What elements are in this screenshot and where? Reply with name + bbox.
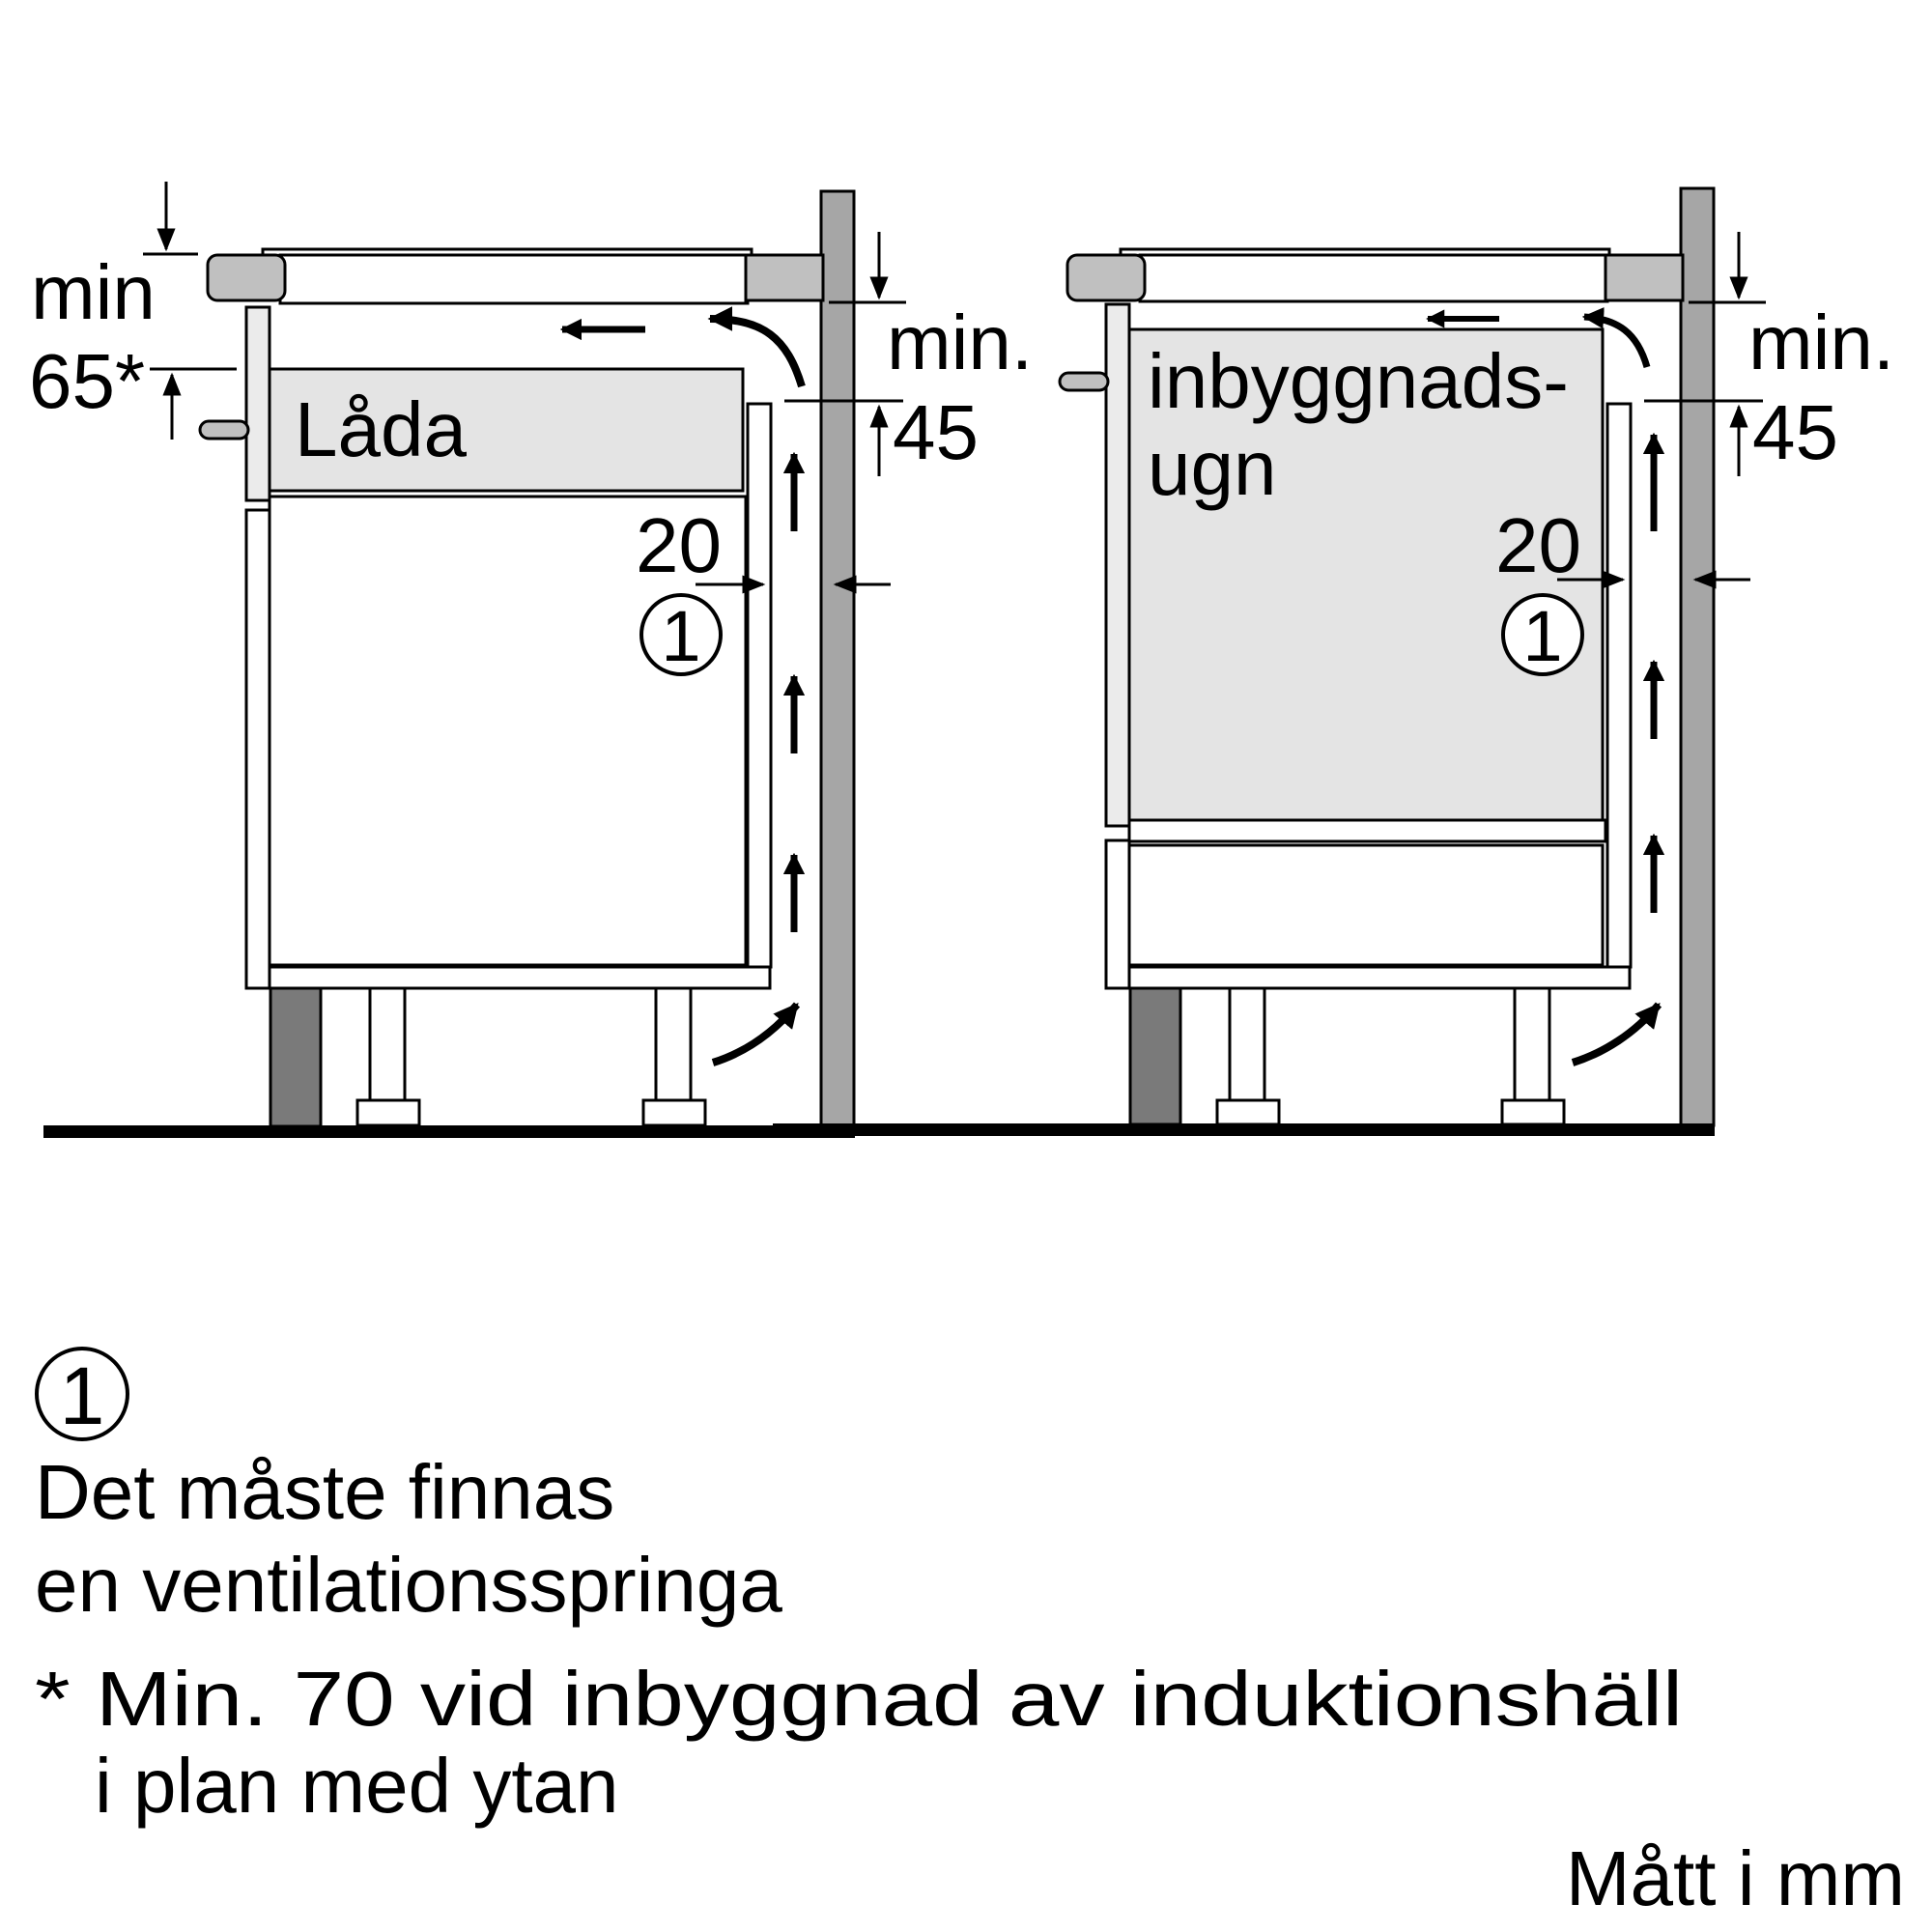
legend: 1 Det måste finnas en ventilationsspring… [35,1347,782,1628]
legend-line1: Det måste finnas [35,1449,614,1535]
left-plinth [269,986,323,1128]
right-leg [1215,986,1281,1126]
dimension-min-45 [1644,232,1766,476]
left-drawer-box [268,367,745,493]
right-base-panel [1127,965,1632,990]
dim-label-45: 45 [893,389,979,475]
oven-label-line1: inbyggnads- [1148,338,1569,424]
units-label: Mått i mm [1566,1835,1905,1921]
right-wall [1679,186,1716,1127]
left-leg [355,986,421,1127]
right-lower-compartment [1127,843,1605,967]
dimension-min-65 [143,182,237,440]
right-back-panel [1605,402,1633,969]
dim-label-min-dot: min. [887,299,1033,385]
dimension-min-45 [784,232,906,476]
left-drawer-front [244,305,271,502]
left-wall [819,189,856,1130]
right-cabinet-diagram: inbyggnads- ugn [773,186,1894,1136]
knob-icon [198,419,250,440]
dim-label-45: 45 [1752,389,1838,475]
dim-label-20: 20 [636,502,722,588]
right-oven-box [1127,327,1605,822]
left-floor [43,1125,855,1138]
right-floor [773,1123,1715,1136]
airflow-arrows [1426,306,1665,1066]
svg-text:1: 1 [60,1350,105,1441]
footnote: * Min. 70 vid inbyggnad av induktionshäl… [35,1656,1683,1829]
right-plinth [1128,986,1182,1126]
airflow-arrows [559,306,806,1066]
oven-label-line2: ugn [1148,425,1276,511]
svg-text:1: 1 [1522,596,1562,676]
marker-1-icon: 1 [639,593,723,676]
knob-icon [1058,371,1110,392]
drawer-label: Låda [295,386,467,472]
legend-line2: en ventilationsspringa [35,1542,782,1628]
marker-1-icon: 1 [1501,593,1584,676]
right-lower-front [1104,838,1131,990]
dim-label-min-dot: min. [1748,299,1894,385]
footnote-line1: * Min. 70 vid inbyggnad av induktionshäl… [35,1656,1683,1742]
left-back-panel [746,402,773,969]
footnote-line2: i plan med ytan [95,1743,619,1829]
right-shelf [1127,818,1607,843]
svg-text:1: 1 [661,596,700,676]
left-base-panel [268,965,772,990]
right-oven-front [1104,302,1131,828]
right-leg [1500,986,1566,1126]
legend-marker-1-icon: 1 [35,1347,129,1441]
dim-label-20: 20 [1495,502,1581,588]
left-cabinet-diagram: Låda min 6 [29,182,1033,1138]
left-door-front [244,508,271,990]
left-carcass [268,495,748,967]
dim-label-65: 65* [29,338,145,424]
dim-label-min: min [31,249,156,335]
left-leg [641,986,707,1127]
left-hob [206,247,825,305]
right-hob [1065,247,1685,303]
